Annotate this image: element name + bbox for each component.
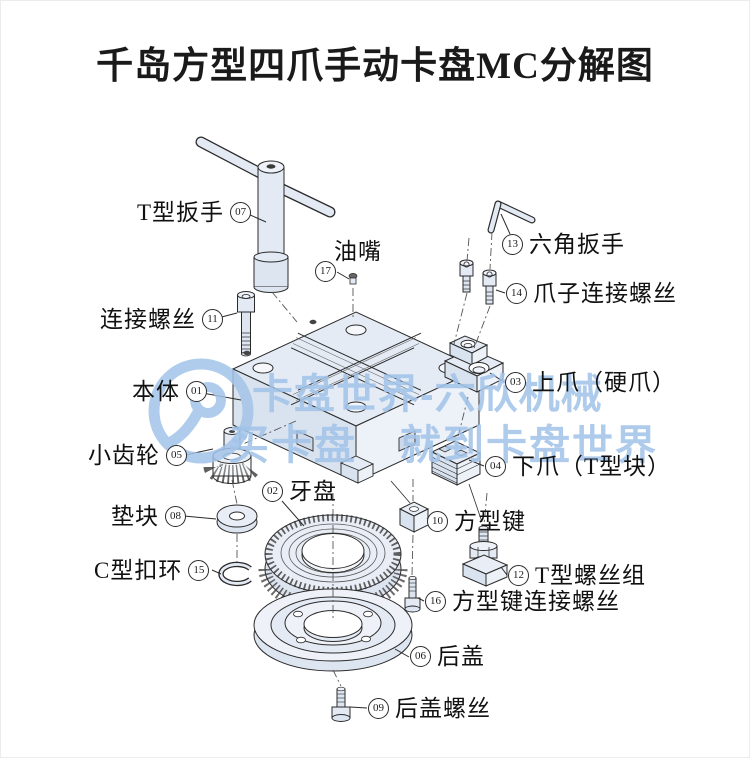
back-cover-screw-part	[331, 686, 351, 722]
part-label-02: 02 牙盘	[262, 480, 337, 503]
top-jaw-part	[443, 335, 505, 393]
part-label-07: T型扳手 07	[137, 200, 252, 225]
callout-17: 17	[315, 261, 336, 282]
key-screw-part	[404, 576, 421, 613]
connecting-screw-part	[237, 291, 255, 357]
part-name-01: 本体	[132, 379, 180, 404]
callout-06: 06	[410, 646, 431, 667]
pinion-gear-part	[203, 427, 261, 484]
part-label-09: 09 后盖螺丝	[368, 697, 491, 720]
spacer-washer-part	[216, 504, 258, 534]
chuck-body-part	[231, 311, 481, 484]
callout-05: 05	[166, 445, 187, 466]
page-title: 千岛方型四爪手动卡盘MC分解图	[96, 46, 654, 87]
part-label-13: 13 六角扳手	[502, 233, 625, 256]
callout-10: 10	[427, 511, 448, 532]
part-label-12: 12 T型螺丝组	[508, 564, 646, 587]
part-label-15: C型扣环 15	[94, 558, 210, 583]
part-label-08: 垫块 08	[111, 505, 186, 528]
part-name-09: 后盖螺丝	[395, 696, 491, 721]
part-label-04: 04 下爪（T型块）	[485, 455, 671, 478]
part-name-16: 方型键连接螺丝	[452, 589, 620, 614]
part-name-05: 小齿轮	[88, 443, 160, 468]
part-name-07: T型扳手	[137, 200, 225, 225]
callout-09: 09	[368, 698, 389, 719]
square-key-part	[398, 501, 430, 533]
part-name-14: 爪子连接螺丝	[533, 281, 677, 306]
jaw-screws-part	[459, 259, 497, 305]
part-name-10: 方型键	[454, 509, 526, 534]
back-cover-part	[253, 588, 413, 672]
part-name-06: 后盖	[437, 644, 485, 669]
part-label-03: 03 上爪（硬爪）	[505, 371, 676, 394]
callout-08: 08	[165, 506, 186, 527]
callout-04: 04	[485, 456, 506, 477]
callout-03: 03	[505, 372, 526, 393]
callout-15: 15	[188, 560, 210, 581]
part-label-06: 06 后盖	[410, 645, 485, 668]
callout-01: 01	[186, 381, 207, 402]
part-name-04: 下爪（T型块）	[512, 454, 672, 479]
t-screw-set-part	[461, 525, 509, 587]
part-name-02: 牙盘	[289, 479, 337, 504]
callout-16: 16	[425, 591, 446, 612]
hex-wrench-part	[487, 200, 536, 234]
center-lines	[231, 231, 493, 687]
part-name-12: T型螺丝组	[535, 563, 647, 588]
part-name-17: 油嘴	[334, 239, 382, 264]
part-label-17: 油嘴	[334, 240, 382, 263]
part-label-14: 14 爪子连接螺丝	[506, 282, 677, 305]
part-name-03: 上爪（硬爪）	[532, 370, 676, 395]
part-name-08: 垫块	[111, 504, 159, 529]
callout-14: 14	[506, 283, 527, 304]
part-label-11: 连接螺丝 11	[100, 308, 223, 331]
callout-11: 11	[202, 309, 223, 330]
callout-07: 07	[230, 202, 252, 223]
oil-nipple-part	[348, 273, 358, 285]
part-name-13: 六角扳手	[529, 232, 625, 257]
part-label-05: 小齿轮 05	[88, 444, 187, 467]
part-label-01: 本体 01	[132, 380, 207, 403]
c-ring-part	[218, 561, 252, 587]
part-label-10: 10 方型键	[427, 510, 526, 533]
callout-13: 13	[502, 234, 523, 255]
callout-12: 12	[508, 565, 529, 586]
part-name-15: C型扣环	[94, 558, 183, 583]
part-callout-17: 17	[315, 261, 336, 282]
callout-02: 02	[262, 481, 283, 502]
t-wrench-part	[195, 136, 336, 293]
part-name-11: 连接螺丝	[100, 307, 196, 332]
part-label-16: 16 方型键连接螺丝	[425, 590, 620, 613]
bottom-jaw-part	[430, 440, 482, 486]
